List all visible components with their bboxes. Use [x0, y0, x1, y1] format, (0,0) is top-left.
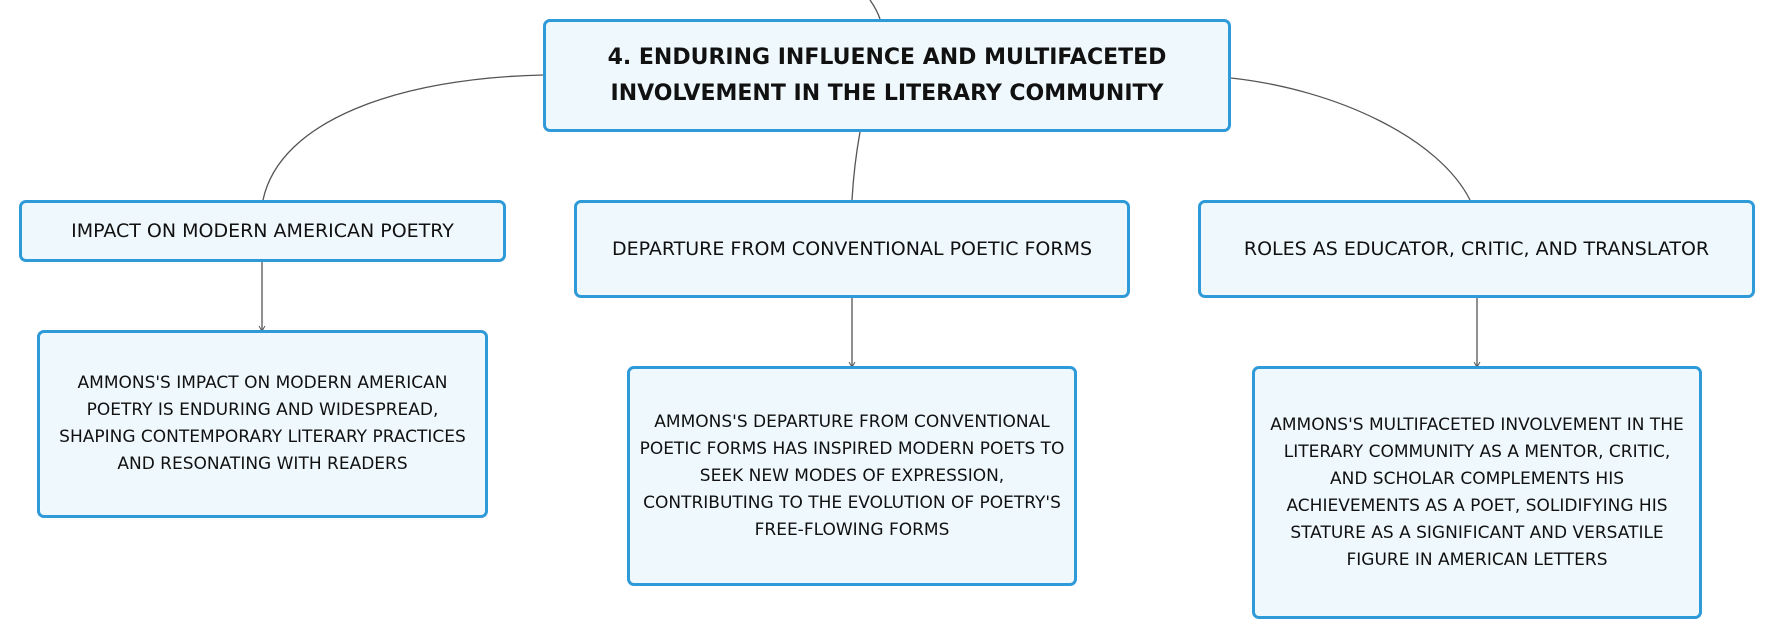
root-topic-text: 4. ENDURING INFLUENCE AND MULTIFACETED I… — [608, 40, 1167, 112]
root-topic-line-1: 4. ENDURING INFLUENCE AND MULTIFACETED — [607, 44, 1167, 70]
connector-root-to-branch-3 — [1230, 77, 1471, 201]
branch-node-impact-on-modern-american-poetry[interactable]: IMPACT ON MODERN AMERICAN POETRY — [19, 200, 506, 262]
connector-incoming-to-root — [869, 0, 881, 20]
detail-text: AMMONS'S DEPARTURE FROM CONVENTIONAL POE… — [639, 411, 1065, 540]
detail-text: AMMONS'S MULTIFACETED INVOLVEMENT IN THE… — [1270, 414, 1684, 570]
detail-node-impact[interactable]: AMMONS'S IMPACT ON MODERN AMERICAN POETR… — [37, 330, 488, 518]
branch-label: ROLES AS EDUCATOR, CRITIC, AND TRANSLATO… — [1243, 238, 1710, 260]
branch-node-roles-as-educator-critic-translator[interactable]: ROLES AS EDUCATOR, CRITIC, AND TRANSLATO… — [1198, 200, 1755, 298]
detail-node-departure[interactable]: AMMONS'S DEPARTURE FROM CONVENTIONAL POE… — [627, 366, 1077, 586]
branch-label: IMPACT ON MODERN AMERICAN POETRY — [71, 220, 454, 242]
connector-root-to-branch-1 — [262, 74, 544, 201]
detail-text: AMMONS'S IMPACT ON MODERN AMERICAN POETR… — [59, 373, 466, 474]
branch-label: DEPARTURE FROM CONVENTIONAL POETIC FORMS — [611, 238, 1093, 260]
branch-node-departure-from-conventional-forms[interactable]: DEPARTURE FROM CONVENTIONAL POETIC FORMS — [574, 200, 1130, 298]
connector-root-to-branch-2 — [851, 131, 861, 201]
root-topic-line-2: INVOLVEMENT IN THE LITERARY COMMUNITY — [610, 80, 1164, 106]
detail-node-roles[interactable]: AMMONS'S MULTIFACETED INVOLVEMENT IN THE… — [1252, 366, 1702, 619]
root-topic-node[interactable]: 4. ENDURING INFLUENCE AND MULTIFACETED I… — [543, 19, 1231, 132]
